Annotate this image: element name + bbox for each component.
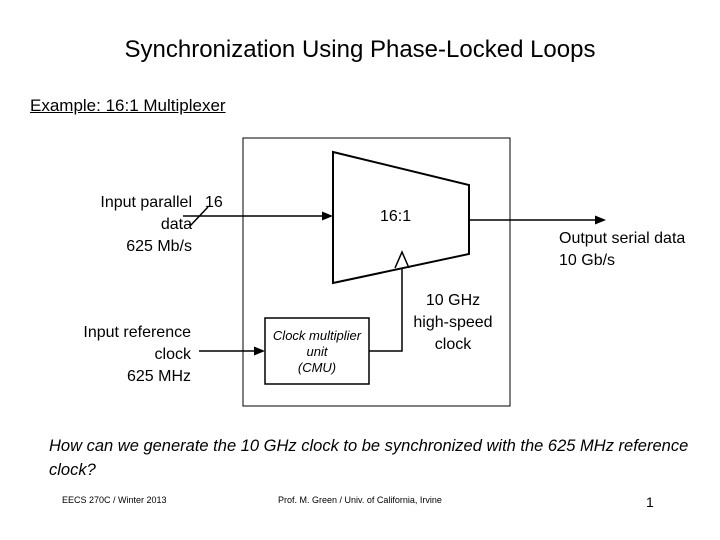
reference-clock-line-3: 625 MHz (126, 368, 191, 385)
reference-clock-arrowhead (254, 346, 265, 356)
cmu-line-1: Clock multiplier (272, 328, 362, 343)
reference-clock-line-2: clock (154, 346, 191, 363)
output-label: Output serial data 10 Gb/s (559, 228, 719, 272)
clock-line-3: clock (434, 336, 472, 353)
cmu-line-2: unit (306, 344, 328, 359)
cmu-line-3: (CMU) (297, 360, 337, 375)
output-line-1: Output serial data (559, 230, 686, 247)
slide-title: Synchronization Using Phase-Locked Loops (124, 36, 596, 63)
footer-author: Prof. M. Green / Univ. of California, Ir… (278, 495, 442, 505)
clock-input-triangle (394, 250, 410, 269)
system-enclosure (242, 137, 511, 407)
question-text: How can we generate the 10 GHz clock to … (49, 437, 689, 479)
mux-block (332, 150, 470, 285)
mux-label: 16:1 (380, 208, 412, 225)
cmu-label: Clock multiplier unit (CMU) (265, 328, 369, 376)
input-parallel-line-3: 625 Mb/s (126, 238, 192, 255)
bus-width-label: 16 (205, 194, 223, 211)
reference-clock-label: Input reference clock 625 MHz (40, 322, 191, 388)
slide-subtitle: Example: 16:1 Multiplexer (30, 96, 226, 115)
bus-width-slash (189, 206, 209, 227)
parallel-data-arrowhead (322, 211, 333, 221)
high-speed-clock-label: 10 GHz high-speed clock (398, 290, 508, 356)
footer-course: EECS 270C / Winter 2013 (62, 495, 167, 505)
input-parallel-label: Input parallel data 625 Mb/s (60, 192, 192, 258)
clock-line-1: 10 GHz (425, 292, 481, 309)
input-parallel-line-1: Input parallel (100, 194, 192, 211)
output-data-arrowhead (595, 215, 606, 225)
input-parallel-line-2: data (160, 216, 192, 233)
page-number: 1 (646, 494, 654, 510)
clock-line-2: high-speed (413, 314, 493, 331)
output-line-2: 10 Gb/s (559, 252, 616, 269)
clock-path-line (369, 268, 403, 352)
cmu-box (264, 317, 370, 385)
reference-clock-line-1: Input reference (83, 324, 191, 341)
